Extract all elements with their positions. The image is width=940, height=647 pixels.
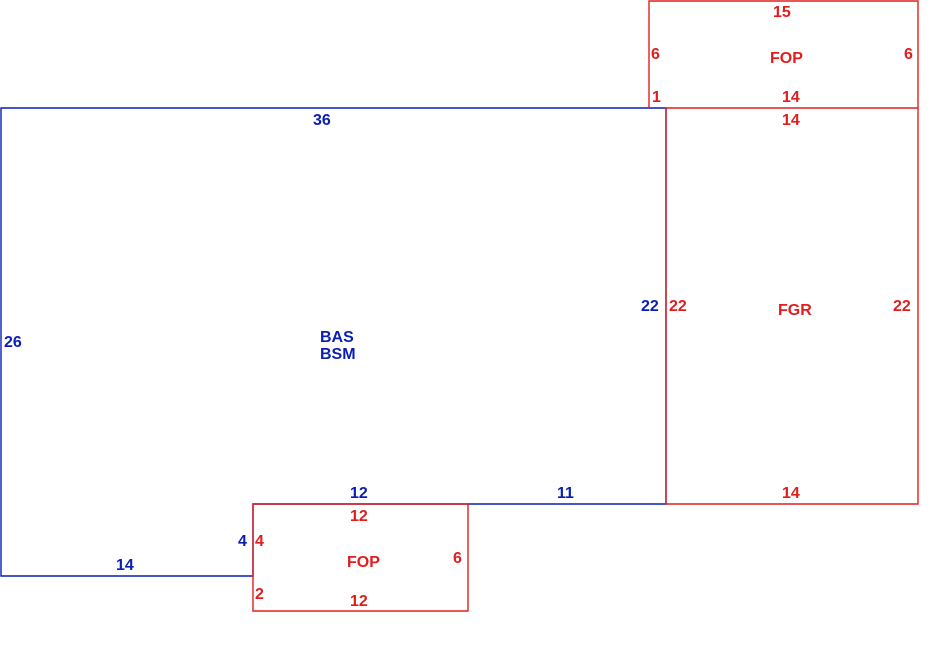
bottom-porch-outline — [252, 503, 469, 612]
bottom-porch-dim-left-lower: 2 — [255, 586, 264, 603]
top-porch-dim-offset: 1 — [652, 89, 661, 106]
living-area: BAS BSM 36 26 22 11 12 14 4 — [0, 107, 667, 577]
top-porch-dim-right: 6 — [904, 46, 913, 63]
garage-dim-left: 22 — [669, 298, 687, 315]
living-dim-bottom-left: 14 — [116, 557, 134, 574]
garage-dim-top: 14 — [782, 112, 800, 129]
living-dim-right: 22 — [641, 298, 659, 315]
top-porch-outline — [648, 0, 919, 108]
living-area-label: BAS — [320, 329, 354, 346]
bottom-porch-dim-right: 6 — [453, 550, 462, 567]
bottom-porch-dim-bottom: 12 — [350, 593, 368, 610]
top-porch-dim-top: 15 — [773, 4, 791, 21]
living-area-sublabel: BSM — [320, 346, 356, 363]
top-porch-label: FOP — [770, 50, 803, 67]
living-dim-step: 4 — [238, 533, 247, 550]
bottom-porch-label: FOP — [347, 554, 380, 571]
living-dim-top: 36 — [313, 112, 331, 129]
garage: FGR 14 22 22 14 — [665, 107, 919, 505]
bottom-porch: FOP 12 12 4 2 6 — [252, 503, 469, 612]
garage-label: FGR — [778, 302, 812, 319]
top-porch-dim-bottom: 14 — [782, 89, 800, 106]
garage-dim-right: 22 — [893, 298, 911, 315]
living-dim-left: 26 — [4, 334, 22, 351]
living-dim-bottom-mid: 12 — [350, 485, 368, 502]
garage-dim-bottom: 14 — [782, 485, 800, 502]
top-porch-dim-left: 6 — [651, 46, 660, 63]
top-porch: FOP 15 6 6 14 1 — [648, 0, 919, 108]
garage-outline — [665, 107, 919, 505]
bottom-porch-dim-top: 12 — [350, 508, 368, 525]
bottom-porch-dim-left-upper: 4 — [255, 533, 264, 550]
living-dim-bottom-right: 11 — [557, 485, 574, 502]
